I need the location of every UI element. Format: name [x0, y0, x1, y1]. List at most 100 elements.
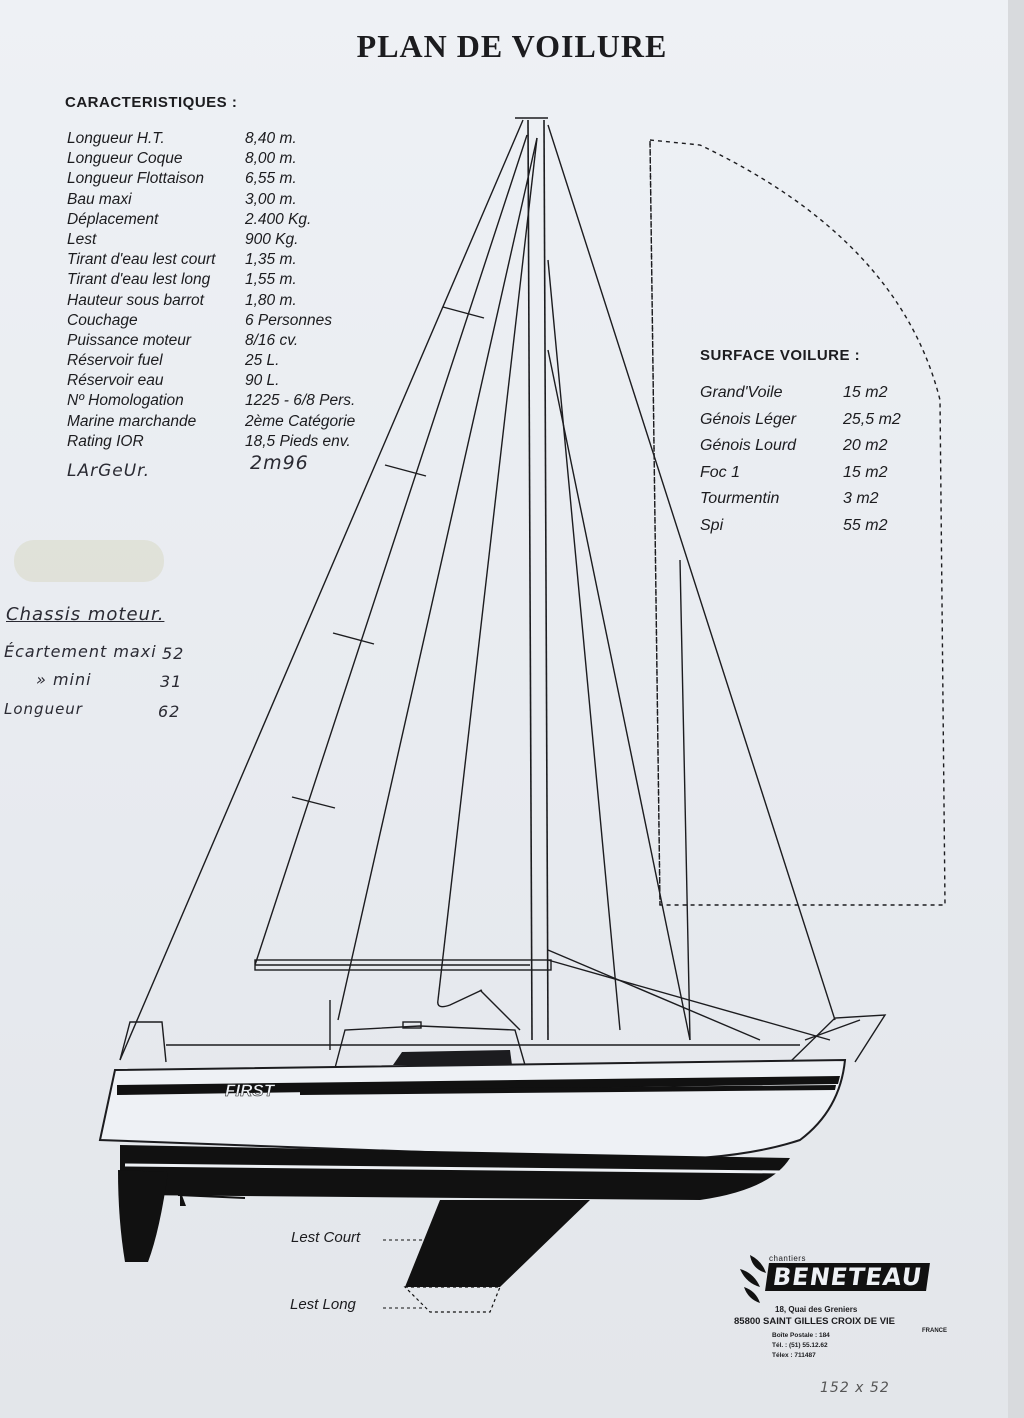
genoa-leech	[254, 134, 528, 966]
page-title: PLAN DE VOILURE	[356, 28, 668, 64]
handwritten-mini-value: 31	[160, 672, 183, 691]
handwritten-chassis-title: Chassis moteur.	[6, 604, 165, 625]
spec-row: Hauteur sous barrot 1,80 m.	[67, 292, 355, 312]
brand-address-1: 18, Quai des Greniers	[775, 1305, 858, 1314]
sail-row: Foc 1 15 m2	[700, 464, 901, 491]
brand-block: chantiers BENETEAU	[735, 1254, 945, 1291]
hull-stripe-1	[117, 1076, 840, 1095]
keel-long	[403, 1286, 501, 1313]
spec-label: Rating IOR	[67, 432, 144, 450]
underbody	[120, 1145, 790, 1200]
handwritten-ecartement-label: Écartement maxi	[4, 642, 157, 661]
brand-name: BENETEAU	[765, 1263, 931, 1291]
sail-label: Génois Léger	[700, 410, 797, 428]
spec-value: 6 Personnes	[245, 311, 333, 329]
sail-label: Grand'Voile	[700, 384, 783, 401]
brand-country: FRANCE	[922, 1328, 947, 1334]
spec-label: Réservoir fuel	[67, 352, 163, 370]
rudder	[118, 1170, 168, 1262]
hull	[98, 1058, 847, 1162]
spec-value: 8,00 m.	[245, 150, 297, 168]
spec-label: Déplacement	[67, 210, 159, 228]
spec-label: Tirant d'eau lest court	[67, 251, 216, 269]
spec-label: Tirant d'eau lest long	[67, 271, 211, 289]
sail-label: Foc 1	[700, 463, 741, 481]
spec-row: Tirant d'eau lest long 1,55 m.	[67, 271, 355, 291]
sail-value: 15 m2	[843, 384, 888, 401]
brand-small-label: chantiers	[769, 1254, 806, 1263]
spec-value: 1,55 m.	[245, 271, 297, 289]
spec-row: Réservoir fuel 25 L.	[67, 352, 355, 372]
sail-value: 25,5 m2	[843, 410, 901, 428]
paper-edge	[1008, 0, 1024, 1418]
spec-label: Longueur H.T.	[67, 130, 165, 147]
sail-row: Grand'Voile 15 m2	[700, 384, 901, 411]
spec-value: 8,40 m.	[245, 130, 297, 147]
spec-label: Couchage	[67, 311, 138, 329]
cabin-trunk	[334, 1025, 526, 1069]
sail-value: 3 m2	[843, 490, 879, 507]
spec-label: Hauteur sous barrot	[67, 291, 204, 309]
sail-label: Spi	[700, 516, 724, 534]
handwritten-mini-label: » mini	[36, 670, 92, 689]
handwritten-bottom-note: 152 x 52	[820, 1380, 890, 1396]
boom	[254, 959, 552, 971]
spec-label: Nº Homologation	[67, 392, 184, 410]
sail-row: Spi 55 m2	[700, 517, 901, 544]
spec-label: Lest	[67, 230, 97, 248]
spec-label: Bau maxi	[67, 190, 132, 208]
spec-value: 25 L.	[245, 352, 280, 370]
spec-row: Réservoir eau 90 L.	[67, 372, 355, 392]
handwritten-largeur-label: LArGeUr.	[67, 461, 150, 481]
brand-tel: Tél. : (51) 55.12.62	[772, 1342, 828, 1349]
brand-address-2: 85800 SAINT GILLES CROIX DE VIE	[734, 1316, 896, 1327]
spec-row: Longueur H.T. 8,40 m.	[67, 130, 355, 150]
spec-value: 18,5 Pieds env.	[245, 432, 351, 450]
spec-value: 1,80 m.	[245, 291, 297, 309]
spinnaker-outline	[649, 139, 946, 906]
sail-row: Tourmentin 3 m2	[700, 490, 901, 517]
spec-value: 90 L.	[245, 372, 280, 390]
sail-area-heading: SURFACE VOILURE :	[700, 347, 861, 364]
spec-value: 8/16 cv.	[245, 331, 299, 349]
bow-pulpit	[119, 1021, 167, 1063]
characteristics-heading: CARACTERISTIQUES :	[65, 94, 238, 111]
sail-label: Tourmentin	[700, 490, 780, 507]
spec-label: Puissance moteur	[67, 331, 192, 349]
spec-label: Réservoir eau	[67, 372, 164, 390]
sail-label: Génois Lourd	[700, 437, 797, 454]
spec-row: Rating IOR 18,5 Pieds env.	[67, 433, 355, 453]
mast-line	[527, 119, 533, 1041]
spec-value: 2ème Catégorie	[245, 412, 356, 430]
sail-value: 15 m2	[843, 463, 888, 481]
sail-row: Génois Léger 25,5 m2	[700, 411, 901, 438]
spec-value: 3,00 m.	[245, 190, 297, 208]
cabin-window	[393, 1050, 512, 1065]
spec-value: 900 Kg.	[245, 230, 299, 248]
brand-box: Boîte Postale : 184	[772, 1332, 830, 1339]
keel-short	[405, 1200, 590, 1287]
hull-stripe-2	[300, 1085, 836, 1095]
spec-label: Longueur Flottaison	[67, 170, 205, 188]
spec-row: Lest 900 Kg.	[67, 231, 355, 251]
backstay-line	[547, 124, 836, 1021]
spec-row: Déplacement 2.400 Kg.	[67, 211, 355, 231]
spec-value: 2.400 Kg.	[245, 210, 312, 228]
keel-short-label: Lest Court	[291, 1229, 361, 1246]
brand-telex: Télex : 711487	[772, 1352, 816, 1359]
handwritten-longueur-label: Longueur	[4, 700, 83, 718]
handwritten-longueur-value: 62	[158, 702, 181, 721]
sail-value: 55 m2	[843, 516, 888, 534]
spec-value: 1,35 m.	[245, 251, 297, 269]
spec-row: Puissance moteur 8/16 cv.	[67, 332, 355, 352]
hull-name: FIRST	[225, 1081, 276, 1100]
forestay-line	[119, 119, 524, 1061]
